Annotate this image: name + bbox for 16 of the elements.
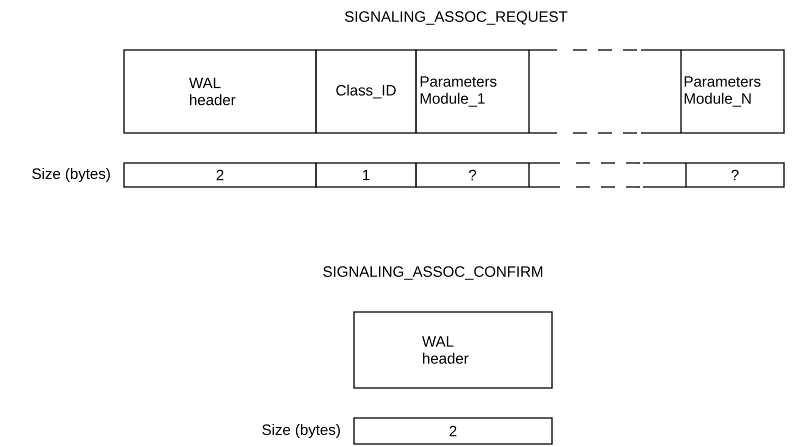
field-box: WAL header <box>123 49 317 134</box>
row-label: Size (bytes) <box>32 168 110 182</box>
size-cell: 2 <box>353 417 553 445</box>
field-box: Parameters Module_1 <box>415 49 530 134</box>
size-cell: ? <box>415 162 530 188</box>
field-box: Class_ID <box>315 49 417 134</box>
row-label: Size (bytes) <box>262 424 340 438</box>
size-cell: ? <box>685 162 785 188</box>
field-box: Parameters Module_N <box>680 49 785 134</box>
open-size-cell <box>529 162 686 188</box>
field-box: WAL header <box>353 311 553 389</box>
frame-title: SIGNALING_ASSOC_CONFIRM <box>323 266 542 280</box>
frame-title: SIGNALING_ASSOC_REQUEST <box>344 11 568 25</box>
open-field-box <box>529 49 681 134</box>
size-cell: 2 <box>123 162 317 188</box>
size-cell: 1 <box>315 162 417 188</box>
